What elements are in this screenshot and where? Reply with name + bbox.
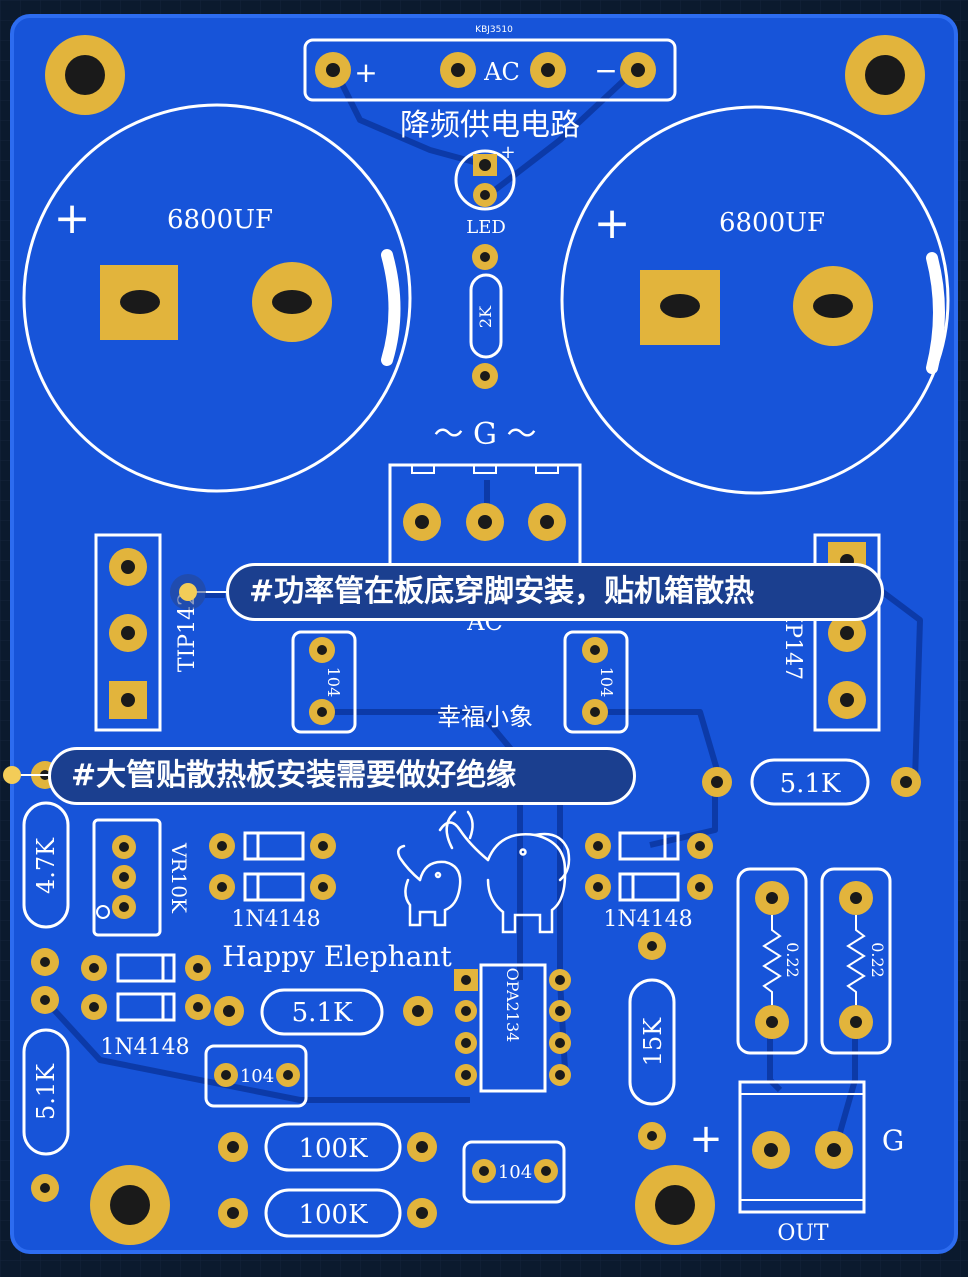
elephant-logo bbox=[396, 810, 571, 934]
diode-pair-right bbox=[585, 831, 713, 902]
diode-left-label: 1N4148 bbox=[231, 907, 320, 932]
resistor-5k1-left bbox=[22, 986, 70, 1202]
callout-1: #功率管在板底穿脚安装，贴机箱散热 bbox=[226, 563, 884, 621]
cap-104-right bbox=[563, 630, 629, 734]
resistor-2k-label: 2K bbox=[476, 305, 495, 328]
cap-104-bottom-label: 104 bbox=[498, 1162, 532, 1183]
opamp-opa2134 bbox=[454, 963, 571, 1093]
callout-2: #大管贴散热板安装需要做好绝缘 bbox=[48, 747, 636, 805]
resistor-4k7-label: 4.7K bbox=[32, 837, 60, 894]
resistor-100k-bottom-label: 100K bbox=[298, 1200, 368, 1230]
cap-left-label: 6800UF bbox=[167, 205, 273, 235]
output-terminal bbox=[738, 1080, 866, 1214]
callout-2-marker bbox=[3, 766, 21, 784]
cap-104-left-label: 104 bbox=[324, 667, 343, 698]
mounting-hole-bottom-mid bbox=[635, 1165, 715, 1245]
resistor-15k-label: 15K bbox=[639, 1017, 667, 1067]
capacitor-right bbox=[560, 105, 950, 495]
resistor-5k1-mid bbox=[214, 988, 433, 1036]
callout-1-marker bbox=[179, 583, 197, 601]
led-label: LED bbox=[466, 217, 506, 238]
resistor-5k1-right-label: 5.1K bbox=[780, 769, 841, 799]
out-label: OUT bbox=[777, 1221, 829, 1246]
ac-plus-label: + bbox=[354, 56, 377, 89]
brand-cn: 幸福小象 bbox=[437, 703, 533, 731]
resistor-022-left bbox=[736, 867, 808, 1055]
resistor-100k-top bbox=[218, 1122, 437, 1172]
resistor-022-left-label: 0.22 bbox=[783, 942, 802, 978]
diode-pair-lower-left bbox=[81, 953, 211, 1022]
mounting-hole-bottom-left bbox=[90, 1165, 170, 1245]
cap-left-plus: + bbox=[54, 193, 91, 244]
vr10k-label: VR10K bbox=[167, 842, 191, 914]
ac-input-terminal bbox=[303, 38, 677, 102]
resistor-15k bbox=[628, 932, 676, 1150]
ground-label: ～ G ～ bbox=[433, 417, 536, 452]
transistor-tip147 bbox=[813, 533, 881, 732]
cap-right-label: 6800UF bbox=[719, 208, 825, 238]
diode-lower-left-label: 1N4148 bbox=[100, 1035, 189, 1060]
out-plus-label: + bbox=[689, 1116, 723, 1162]
cap-104-right-label: 104 bbox=[597, 667, 616, 698]
mounting-hole-top-left bbox=[45, 35, 125, 115]
resistor-100k-bottom bbox=[218, 1188, 437, 1238]
cap-104-lower-left-label: 104 bbox=[240, 1066, 274, 1087]
copper-traces bbox=[42, 67, 923, 1151]
resistor-100k-top-label: 100K bbox=[298, 1134, 368, 1164]
cap-104-left bbox=[291, 630, 357, 734]
resistor-5k1-right bbox=[702, 758, 921, 806]
led-footprint bbox=[454, 149, 516, 211]
board-title: 降频供电电路 bbox=[400, 108, 580, 143]
board-code: KBJ3510 bbox=[475, 25, 513, 35]
trimmer-vr10k bbox=[92, 818, 162, 937]
led-plus-label: + bbox=[500, 142, 515, 163]
resistor-022-right-label: 0.22 bbox=[868, 942, 887, 978]
diode-right-label: 1N4148 bbox=[603, 907, 692, 932]
capacitor-left bbox=[22, 103, 412, 493]
cap-right-plus: + bbox=[594, 198, 631, 249]
resistor-022-right bbox=[820, 867, 892, 1055]
resistor-5k1-left-label: 5.1K bbox=[32, 1063, 60, 1120]
resistor-2k bbox=[469, 244, 503, 389]
opamp-label: OPA2134 bbox=[503, 968, 522, 1043]
cap-104-lower-left bbox=[204, 1044, 308, 1108]
mounting-hole-top-right bbox=[845, 35, 925, 115]
ac-label: AC bbox=[483, 58, 520, 86]
diode-pair-left bbox=[209, 831, 336, 902]
ac-minus-label: − bbox=[594, 54, 617, 87]
transistor-tip142 bbox=[94, 533, 162, 732]
brand-en: Happy Elephant bbox=[222, 940, 452, 973]
mounting-holes bbox=[45, 35, 925, 1245]
out-g-label: G bbox=[882, 1124, 904, 1157]
resistor-5k1-mid-label: 5.1K bbox=[292, 998, 353, 1028]
cap-104-bottom bbox=[462, 1140, 566, 1204]
